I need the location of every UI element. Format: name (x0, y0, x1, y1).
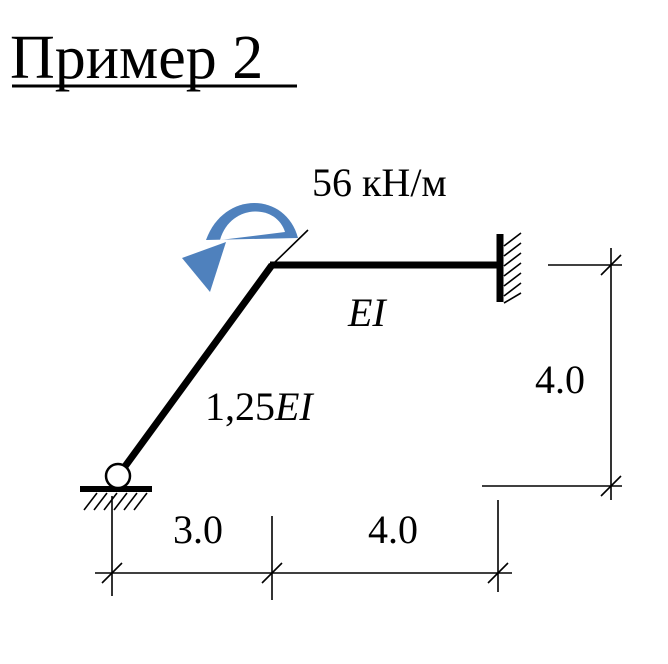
moment-application-mark (271, 229, 309, 266)
page-title: Пример 2 (10, 24, 263, 92)
moment-load-label: 56 кН/м (312, 160, 447, 205)
inclined-stiffness-label: 1,25EI (205, 384, 314, 429)
inclined-stiffness-coef: 1,25 (205, 384, 275, 429)
hinge-circle (104, 462, 132, 490)
vertical-dimension (482, 248, 622, 500)
vertical-dimension-value: 4.0 (535, 357, 585, 402)
fixed-support (496, 232, 522, 304)
horizontal-stiffness-label: EI (347, 290, 387, 335)
horizontal-dimension-right-value: 4.0 (368, 507, 418, 552)
inclined-stiffness-symbol: EI (274, 384, 314, 429)
moment-arrow-icon (182, 203, 298, 292)
horizontal-dimension-left-value: 3.0 (173, 507, 223, 552)
inclined-member (115, 262, 275, 479)
pin-support (80, 462, 152, 511)
horizontal-dimension (95, 496, 512, 600)
